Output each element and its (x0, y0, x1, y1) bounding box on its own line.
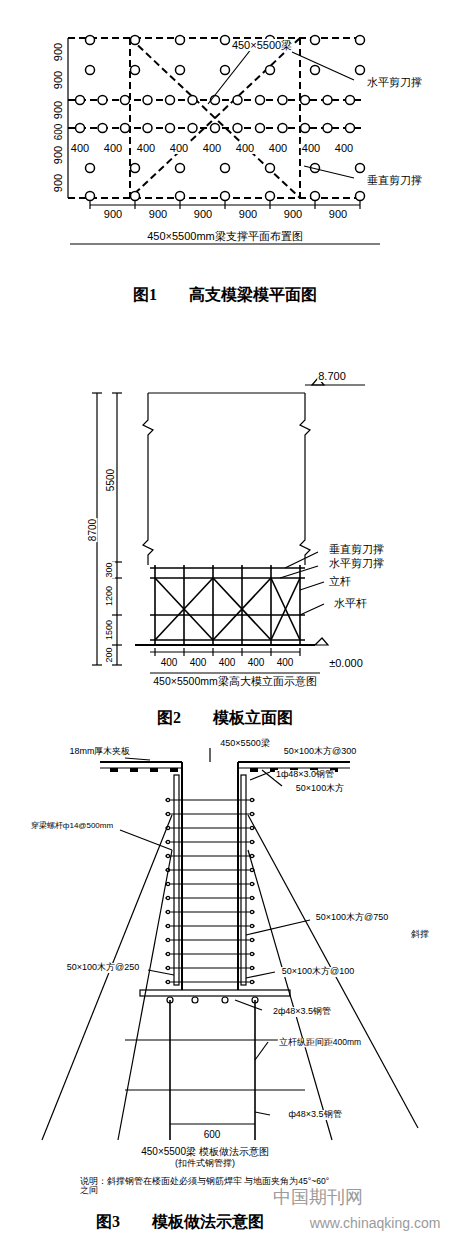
callout-text: 立杆 (328, 576, 352, 588)
dimension-text: 900 (103, 208, 123, 220)
dimension-text: 900 (52, 145, 64, 165)
watermark-text: 中国期刊网 (272, 1188, 364, 1208)
dimension-text: 400 (103, 142, 123, 154)
figure-caption-text: 图1 高支模梁模平面图 (132, 286, 318, 304)
drawing-title-text: 450×5500mm梁高大模立面示意图 (152, 676, 318, 688)
dimension-text: 400 (136, 142, 156, 154)
dimension-text: 900 (52, 173, 64, 193)
figure-caption-text: 图2 模板立面图 (156, 709, 294, 727)
callout-text: 50×100木方@750 (315, 913, 389, 923)
callout-text: 50×100木方@250 (66, 963, 140, 973)
dimension-text: 400 (160, 657, 179, 668)
callout-text: 斜撑 (410, 930, 430, 940)
dimension-text: 300 (105, 561, 115, 578)
callout-text: 穿梁螺杆ф14@500mm (30, 822, 114, 831)
dimension-text: 400 (202, 142, 222, 154)
dimension-text: 5500 (105, 468, 116, 492)
callout-text: 450×5500梁 (219, 739, 270, 749)
dimension-text: 400 (247, 657, 266, 668)
elevation-text: 8.700 (317, 370, 347, 382)
dimension-text: 900 (52, 100, 64, 120)
callout-text: 50×100木方@300 (283, 747, 357, 757)
dimension-text: 900 (193, 208, 213, 220)
callout-text: 立杆纵距间距400mm (278, 1038, 362, 1047)
elevation-text: ±0.000 (328, 657, 364, 669)
dimension-text: 600 (203, 1129, 222, 1140)
dimension-text: 1200 (105, 585, 115, 607)
dimension-text: 600 (53, 123, 64, 142)
dimension-text: 900 (148, 208, 168, 220)
dimension-text: 400 (301, 142, 321, 154)
drawing-title-text: 450×5500梁 模板做法示意图 (140, 1146, 270, 1157)
callout-text: 18mm厚木夹板 (68, 747, 131, 757)
callout-text: 1ф48×3.0钢管 (275, 770, 335, 780)
callout-text: 水平剪刀撑 (328, 558, 385, 570)
dimension-text: 900 (283, 208, 303, 220)
drawing-title-text: 450×5500mm梁支撑平面布置图 (146, 230, 304, 242)
callout-text: 450×5500梁 (231, 39, 293, 51)
dimension-text: 400 (235, 142, 255, 154)
dimension-text: 8700 (87, 518, 98, 542)
callout-text: 垂直剪刀撑 (366, 174, 423, 186)
callout-text: 50×100木方 (295, 784, 345, 794)
dimension-text: 400 (218, 657, 237, 668)
dimension-text: 900 (328, 208, 348, 220)
dimension-text: 900 (238, 208, 258, 220)
dimension-text: 400 (169, 142, 189, 154)
dimension-text: 400 (276, 657, 295, 668)
dimension-text: 400 (334, 142, 354, 154)
drawing-subtitle-text: (扣件式钢管撑) (174, 1159, 236, 1169)
figure-caption-text: 图3 模板做法示意图 (95, 1213, 265, 1231)
callout-text: 水平杆 (333, 598, 368, 610)
callout-text: 垂直剪刀撑 (328, 544, 385, 556)
dimension-text: 200 (105, 646, 115, 663)
callout-text: 50×100木方@100 (281, 967, 355, 977)
callout-text: ф48×3.5钢管 (287, 1110, 342, 1120)
dimension-text: 400 (70, 142, 90, 154)
callout-text: 2ф48×3.5钢管 (272, 1007, 332, 1017)
dimension-text: 400 (268, 142, 288, 154)
watermark-text: www.chinaqking.com (309, 1216, 442, 1231)
dimension-text: 1500 (105, 619, 115, 641)
callout-text: 水平剪刀撑 (366, 76, 423, 88)
dimension-text: 900 (52, 70, 64, 90)
dimension-text: 400 (189, 657, 208, 668)
dimension-text: 900 (52, 42, 64, 62)
